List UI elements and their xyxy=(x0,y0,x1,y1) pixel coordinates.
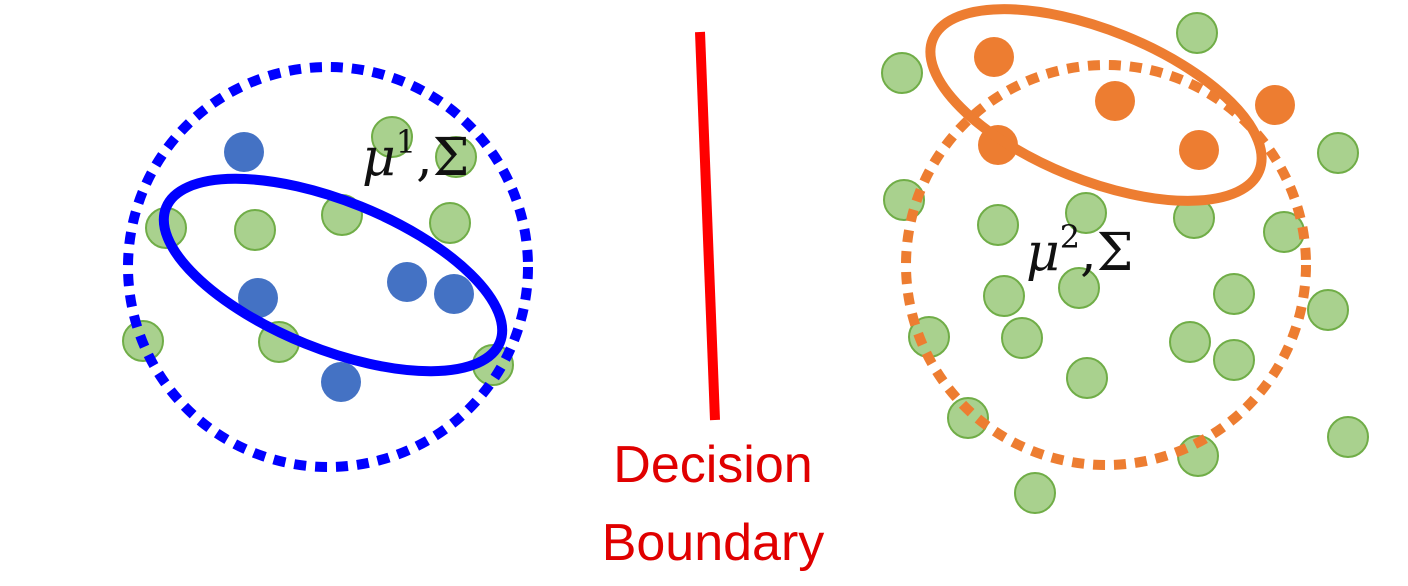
class1-solid-contour xyxy=(158,173,508,377)
class1-shared-contour xyxy=(123,62,533,472)
class1-point xyxy=(387,262,427,302)
neutral-point xyxy=(977,204,1019,246)
neutral-point xyxy=(1307,289,1349,331)
class2-cluster: μ2,Σ xyxy=(881,4,1369,514)
class1-point xyxy=(434,274,474,314)
mu-symbol: μ xyxy=(1026,223,1060,283)
neutral-point xyxy=(1169,321,1211,363)
neutral-point xyxy=(1176,12,1218,54)
class1-parameter-label: μ1,Σ xyxy=(362,123,469,188)
neutral-point xyxy=(947,397,989,439)
class1-point xyxy=(238,278,278,318)
class2-point xyxy=(1179,130,1219,170)
neutral-point xyxy=(1317,132,1359,174)
neutral-point xyxy=(1058,267,1100,309)
decision-boundary: Decision Boundary xyxy=(602,31,825,572)
superscript-index: 1 xyxy=(396,123,416,161)
class2-neutral-points xyxy=(881,12,1369,514)
class1-point xyxy=(224,132,264,172)
class2-point xyxy=(974,37,1014,77)
neutral-point xyxy=(1001,317,1043,359)
decision-boundary-line xyxy=(695,31,720,421)
neutral-point xyxy=(1065,192,1107,234)
superscript-index: 2 xyxy=(1060,218,1080,256)
neutral-point xyxy=(983,275,1025,317)
neutral-point xyxy=(1213,339,1255,381)
class2-parameter-label: μ2,Σ xyxy=(1026,218,1133,283)
neutral-point xyxy=(1213,273,1255,315)
decision-boundary-label-line1: Decision xyxy=(613,436,812,494)
class2-shared-contour xyxy=(901,60,1311,470)
neutral-point xyxy=(371,116,413,158)
class1-cluster: μ1,Σ xyxy=(122,62,533,472)
class1-point xyxy=(321,362,361,402)
neutral-point xyxy=(1066,357,1108,399)
sigma-symbol: ,Σ xyxy=(1080,223,1133,283)
neutral-point xyxy=(429,202,471,244)
mu-symbol: μ xyxy=(362,128,396,188)
class2-points xyxy=(974,37,1295,170)
class1-points xyxy=(224,132,474,402)
neutral-point xyxy=(234,209,276,251)
class2-solid-contour xyxy=(925,4,1267,206)
class2-point xyxy=(1095,81,1135,121)
neutral-point xyxy=(1327,416,1369,458)
neutral-point xyxy=(881,52,923,94)
neutral-point xyxy=(435,136,477,178)
class2-point xyxy=(1255,85,1295,125)
neutral-point xyxy=(1014,472,1056,514)
sigma-symbol: ,Σ xyxy=(416,128,469,188)
decision-boundary-label-line2: Boundary xyxy=(602,514,825,572)
